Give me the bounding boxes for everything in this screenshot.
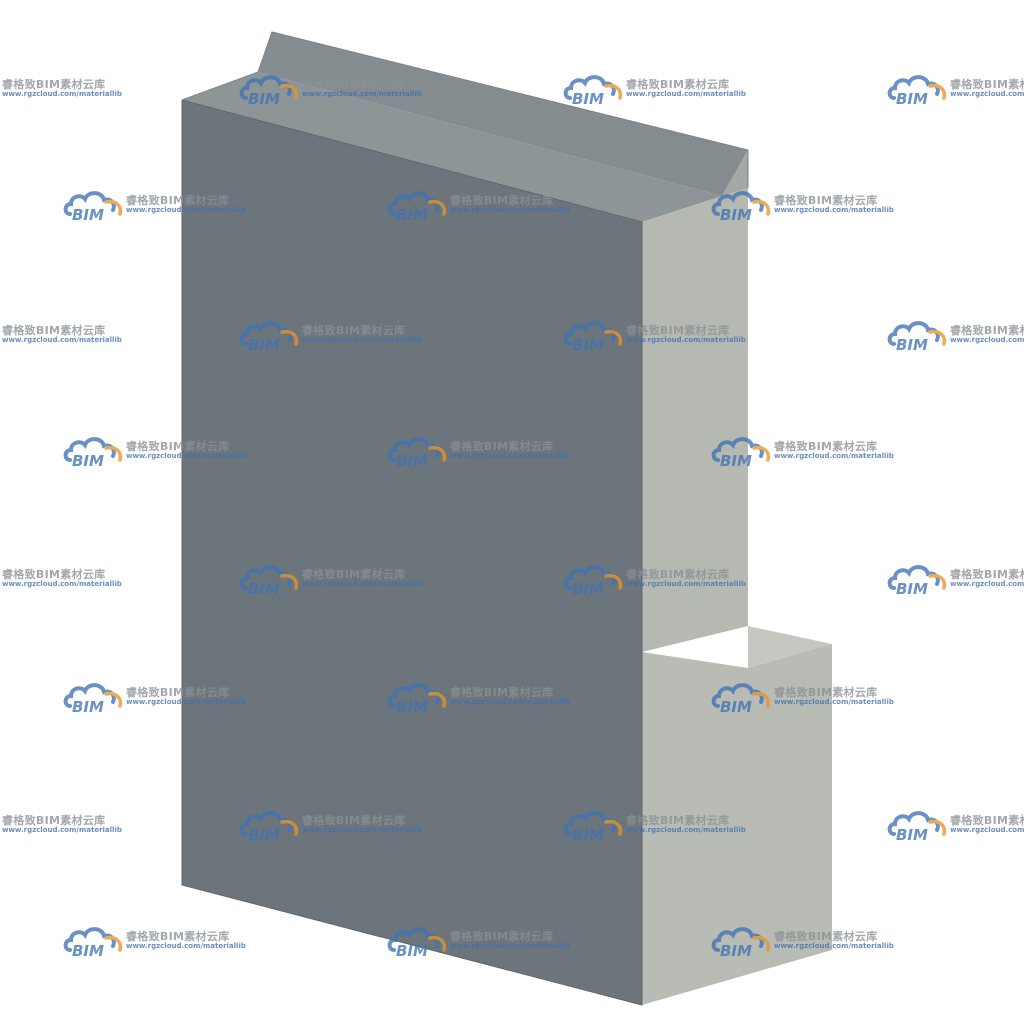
model-side-face-upper	[642, 188, 748, 652]
model-edge-outline	[181, 99, 643, 1006]
model-ridge-back-face	[258, 32, 748, 196]
model-step-top-face	[748, 626, 832, 668]
model-ridge-front-face	[182, 72, 722, 222]
model-top-edge	[181, 31, 749, 188]
model-side-face-lower	[642, 644, 832, 1005]
model-front-face	[182, 100, 642, 1005]
